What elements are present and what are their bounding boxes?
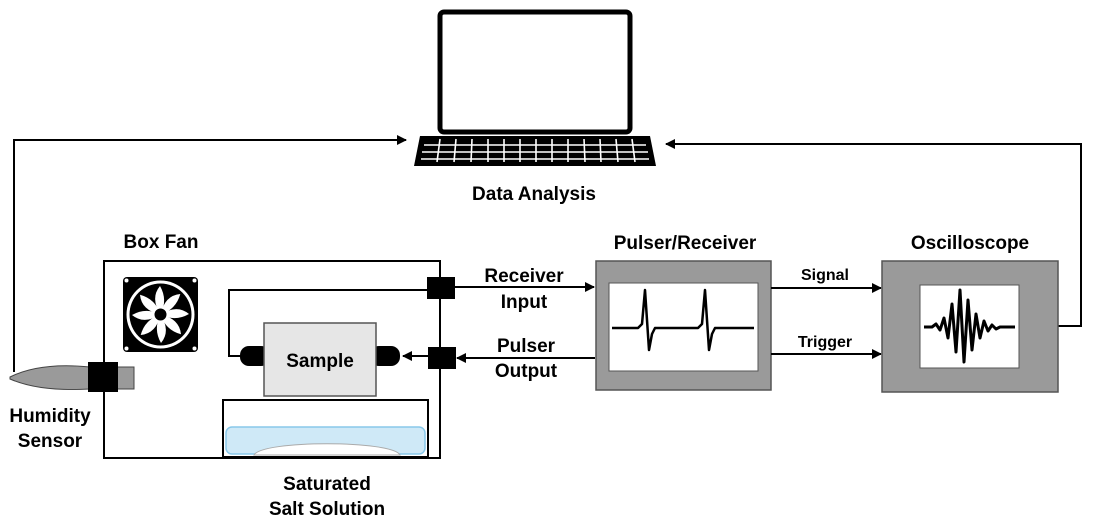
salt-solution-label-line2: Salt Solution [269, 499, 385, 520]
salt-solution-container [222, 399, 429, 458]
left-transducer [240, 346, 270, 366]
oscilloscope-to-laptop-line [665, 139, 1082, 327]
salt-solution-label-line1: Saturated [283, 474, 371, 495]
laptop-icon [414, 9, 656, 166]
signal-label: Signal [801, 267, 849, 284]
pulser-receiver-label: Pulser/Receiver [614, 233, 757, 254]
oscilloscope-label: Oscilloscope [911, 233, 1029, 254]
box-fan-label: Box Fan [124, 232, 199, 253]
receiver-cable-internal [228, 289, 427, 357]
fan-icon [123, 277, 198, 352]
sample-label: Sample [286, 351, 354, 372]
sensor-port [88, 362, 118, 392]
sample [263, 322, 377, 397]
pulser-output-label-line1: Pulser [497, 336, 556, 357]
humidity-sensor-label-line1: Humidity [9, 406, 91, 427]
pulser-output-label-line2: Output [495, 361, 558, 382]
receiver-input-label-line1: Receiver [484, 266, 564, 287]
sensor-to-laptop-line [13, 135, 407, 372]
wave-packet-icon [924, 288, 1015, 364]
humidity-sensor-label-line2: Sensor [18, 431, 83, 452]
right-transducer [370, 346, 400, 366]
pulser-connector [428, 347, 456, 369]
receiver-input-label-line2: Input [501, 292, 548, 313]
receiver-connector [427, 277, 455, 299]
data-analysis-label: Data Analysis [472, 184, 596, 205]
pulse-waveform-icon [612, 288, 754, 352]
trigger-label: Trigger [798, 334, 852, 351]
